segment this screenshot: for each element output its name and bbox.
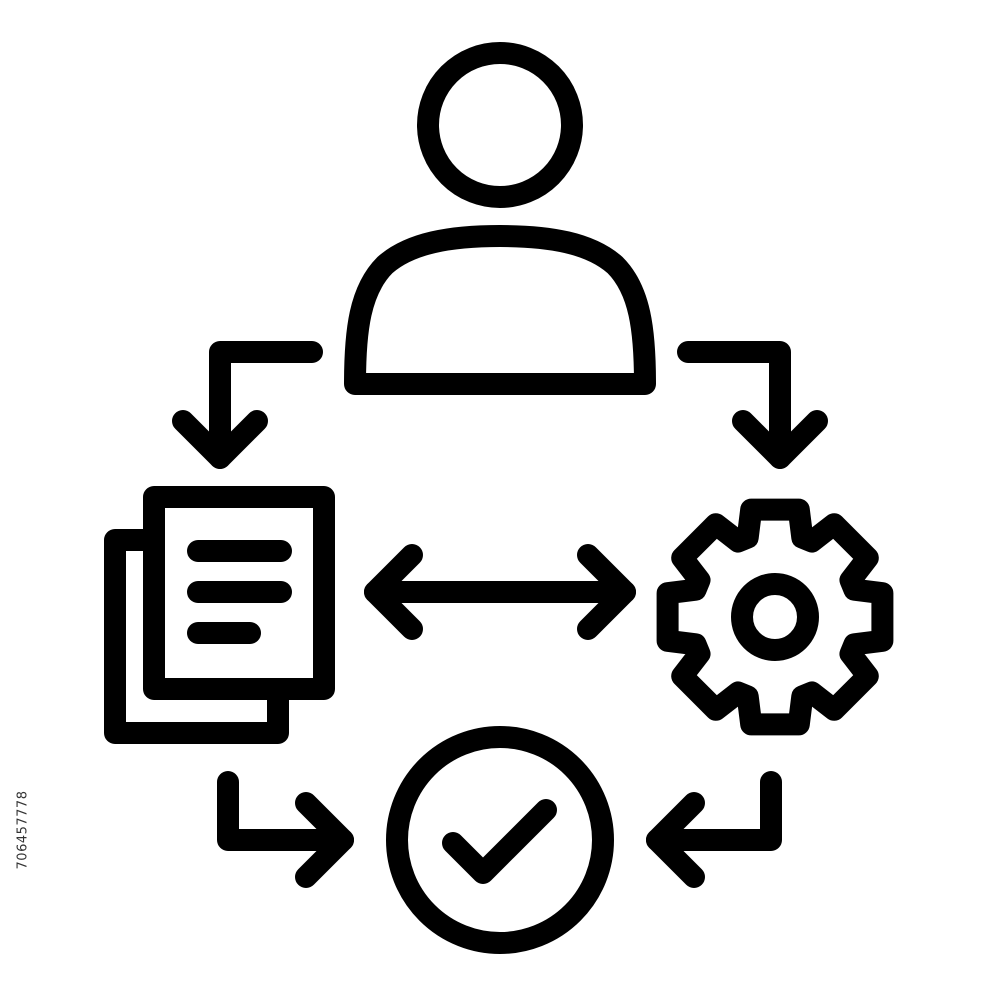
arrow-elbow-left-icon [646,771,782,888]
arrow-elbow-right-icon [217,771,354,888]
check-circle-icon [386,726,614,954]
user-icon [344,42,656,395]
arrow-left-right-icon [364,544,636,640]
gear-icon [656,498,894,736]
documents-icon [104,486,335,744]
arrow-elbow-down-left-icon [172,341,323,469]
gear-hole [731,573,819,661]
user-head [417,42,583,208]
check-circle [386,726,614,954]
check-mark [442,799,557,884]
arrow-elbow-down-right-icon [677,341,828,469]
back-page [104,529,289,744]
user-body [344,225,656,395]
gear-outline [656,498,894,736]
